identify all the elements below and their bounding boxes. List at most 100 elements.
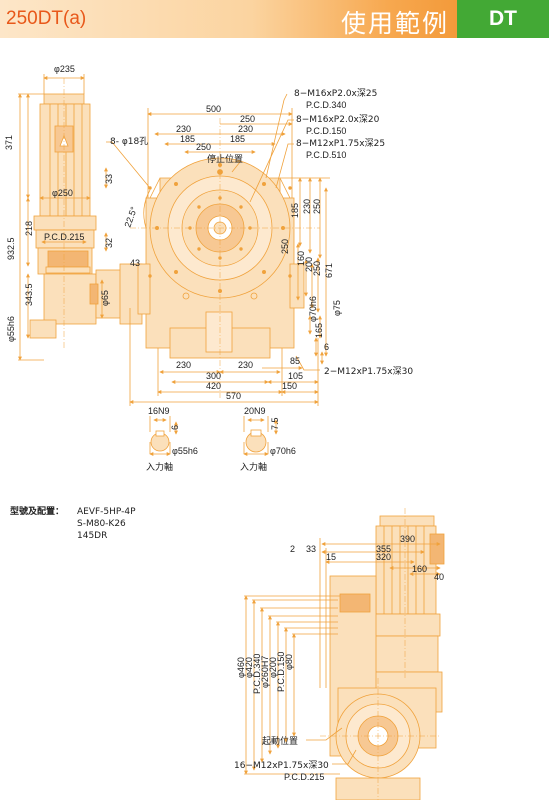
side-390-label: 390 xyxy=(400,534,415,544)
bottom-85-label: 85 xyxy=(290,356,300,366)
bottom-300-label: 300 xyxy=(206,371,221,381)
right-shaft-label: 入力軸 xyxy=(240,461,267,473)
pcd-215-label: P.C.D.215 xyxy=(44,232,84,242)
series-badge: DT xyxy=(457,0,549,38)
page-title: 使用範例 xyxy=(340,9,449,38)
angle-arc xyxy=(143,189,151,229)
side-dimension-lines xyxy=(244,538,441,775)
width-500-label: 500 xyxy=(206,104,221,114)
spec-label: 型號及配置： xyxy=(10,507,65,517)
side-drawing xyxy=(244,508,445,800)
shaft-labels: 16N9 6 φ55h6 入力軸 20N9 7.5 φ70h6 入力軸 xyxy=(146,406,296,473)
side-labels: 390 2 33 355 15 320 160 40 φ460 φ420 P.C… xyxy=(234,534,444,782)
dim-9325-label: 932.5 xyxy=(6,237,16,260)
side-pcd340-label: P.C.D.340 xyxy=(252,654,262,694)
dim-185-b-label: 185 xyxy=(230,134,245,144)
bottom-105-label: 105 xyxy=(288,371,303,381)
left-shaft-label: 入力軸 xyxy=(146,461,173,473)
dim-43-label: 43 xyxy=(130,258,140,268)
shaft-55h6-label: φ55h6 xyxy=(6,316,16,342)
reducer-body xyxy=(29,250,143,339)
bottom-230-a-label: 230 xyxy=(176,360,191,370)
left-shaft-detail xyxy=(149,416,178,456)
side-center-lines xyxy=(320,508,440,800)
v-671-label: 671 xyxy=(324,263,334,278)
motor-body xyxy=(33,93,97,275)
side-320-label: 320 xyxy=(376,552,391,562)
callout-1-label: 8−M16xP2.0x深25 xyxy=(294,88,377,99)
shaft-65-label: φ65 xyxy=(100,290,110,306)
side-260h7-label: φ260H7 xyxy=(260,656,270,688)
side-420-label: φ420 xyxy=(244,657,254,678)
dim-230-a-label: 230 xyxy=(176,124,191,134)
top-drawing xyxy=(18,74,330,406)
bottom-150-label: 150 xyxy=(282,381,297,391)
top-labels: φ235 371 8- φ18孔 33 φ250 218 932.5 22.5°… xyxy=(4,64,413,401)
motor-height-label: 371 xyxy=(4,135,14,150)
v-200-label: 200 xyxy=(304,257,314,272)
dim-250-label: 250 xyxy=(240,114,255,124)
side-80-label: φ80 xyxy=(284,654,294,670)
side-160-label: 160 xyxy=(412,564,427,574)
side-33-label: 33 xyxy=(306,544,316,554)
top-dimension-lines xyxy=(18,74,330,406)
v-185-label: 185 xyxy=(290,203,300,218)
flange-diameter-label: φ250 xyxy=(52,188,73,198)
v-70h6-label: φ70h6 xyxy=(308,296,318,322)
v-160-label: 160 xyxy=(296,251,306,266)
bottom-230-b-label: 230 xyxy=(238,360,253,370)
right-key-label: 20N9 xyxy=(244,406,266,416)
v-250b-label: 250 xyxy=(280,239,290,254)
v-230-label: 230 xyxy=(302,199,312,214)
center-lines xyxy=(63,78,320,398)
dim-32-label: 32 xyxy=(104,238,114,248)
callout-1-pcd-label: P.C.D.340 xyxy=(306,100,346,110)
v-6-label: 6 xyxy=(324,342,329,352)
spec-line-1: AEVF-5HP-4P xyxy=(77,507,136,517)
side-355-label: 355 xyxy=(376,544,391,554)
header-banner: 250DT(a) 使用範例 xyxy=(0,0,457,38)
stop-position-label: 停止位置 xyxy=(207,153,243,165)
left-depth-label: 6 xyxy=(170,425,180,430)
drawing-canvas: φ235 371 8- φ18孔 33 φ250 218 932.5 22.5°… xyxy=(4,64,445,800)
dim-250-c-label: 250 xyxy=(196,142,211,152)
page-header: 250DT(a) 使用範例 DT xyxy=(0,0,549,38)
shaft-details xyxy=(149,416,278,456)
v-250c-label: 250 xyxy=(312,261,322,276)
spec-line-3: 145DR xyxy=(77,531,108,541)
right-dia-label: φ70h6 xyxy=(270,446,296,456)
spec-block: 型號及配置： AEVF-5HP-4P S-M80-K26 145DR xyxy=(10,506,136,541)
v-165-label: 165 xyxy=(314,323,324,338)
side-callout-label: 16−M12xP1.75x深30 xyxy=(234,760,329,771)
side-460-label: φ460 xyxy=(236,657,246,678)
bottom-570-label: 570 xyxy=(226,391,241,401)
v-250-label: 250 xyxy=(312,199,322,214)
left-dia-label: φ55h6 xyxy=(172,446,198,456)
dim-33-label: 33 xyxy=(104,174,114,184)
motor-diameter-label: φ235 xyxy=(54,64,75,74)
start-position-label: 起動位置 xyxy=(262,735,298,747)
side-2-label: 2 xyxy=(290,544,295,554)
angle-label: 22.5° xyxy=(122,205,139,229)
dim-3435-label: 343.5 xyxy=(24,283,34,306)
callout-2-label: 8−M16xP2.0x深20 xyxy=(296,114,380,125)
dim-230-b-label: 230 xyxy=(238,124,253,134)
side-pcd150-label: P.C.D.150 xyxy=(276,652,286,692)
v-75-label: φ75 xyxy=(332,300,342,316)
side-15-label: 15 xyxy=(326,552,336,562)
spec-line-2: S-M80-K26 xyxy=(77,519,126,529)
dim-185-a-label: 185 xyxy=(180,134,195,144)
side-callout-pcd-label: P.C.D.215 xyxy=(284,772,324,782)
callout-2-pcd-label: P.C.D.150 xyxy=(306,126,346,136)
bottom-callout-label: 2−M12xP1.75x深30 xyxy=(324,366,413,377)
side-200-label: φ200 xyxy=(268,657,278,678)
side-40-label: 40 xyxy=(434,572,444,582)
left-key-label: 16N9 xyxy=(148,406,170,416)
hole-label: 8- φ18孔 xyxy=(110,136,148,147)
callout-3-pcd-label: P.C.D.510 xyxy=(306,150,346,160)
right-depth-label: 7.5 xyxy=(270,417,280,430)
spec-values: AEVF-5HP-4P S-M80-K26 145DR xyxy=(77,506,136,542)
right-shaft-detail xyxy=(243,416,278,456)
dim-218-label: 218 xyxy=(24,221,34,236)
bottom-420-label: 420 xyxy=(206,381,221,391)
